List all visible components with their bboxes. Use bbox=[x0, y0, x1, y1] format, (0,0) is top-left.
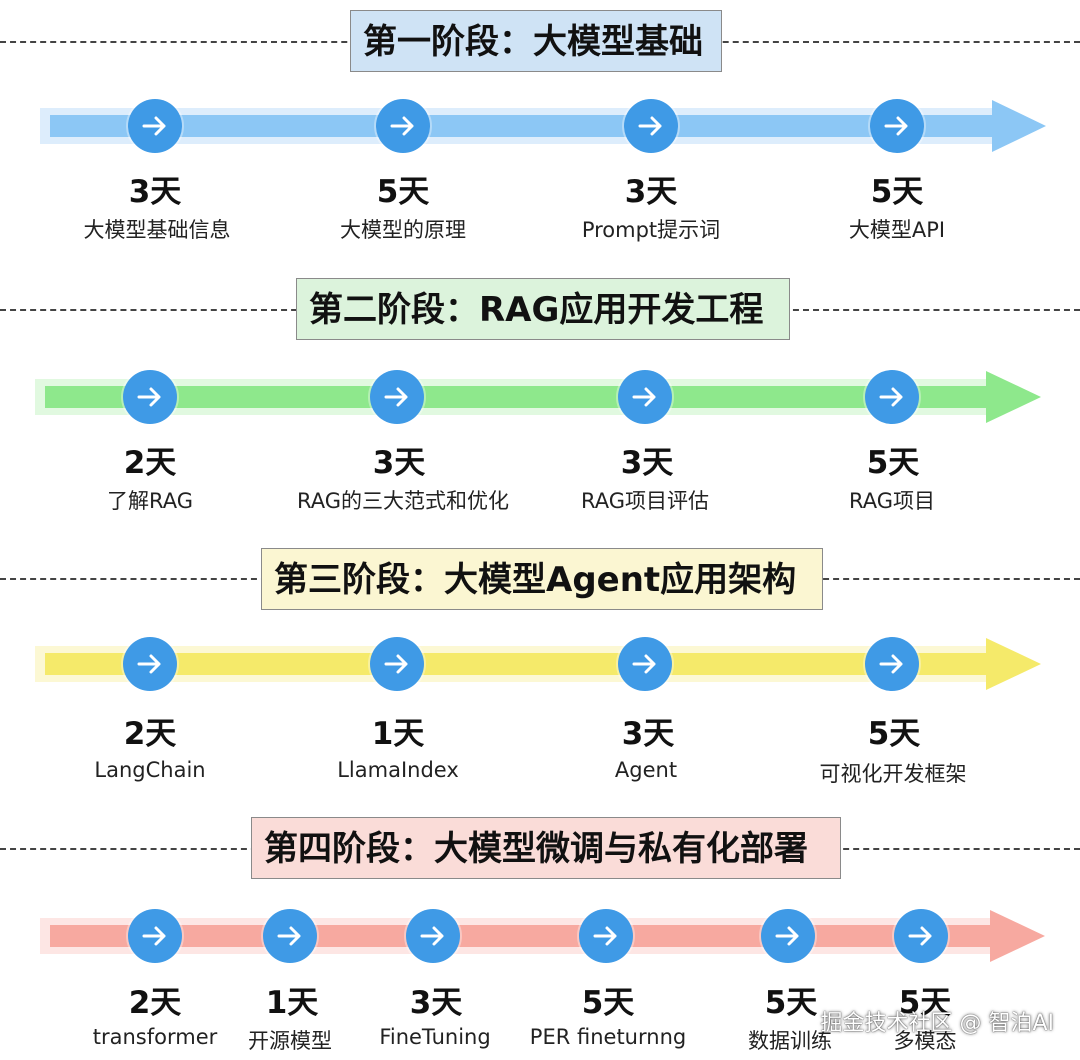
step-label: FineTuning bbox=[379, 1025, 491, 1049]
arrow-right-icon bbox=[618, 370, 672, 424]
step-duration: 2天 bbox=[123, 716, 177, 752]
timeline-arrowhead bbox=[986, 638, 1041, 690]
arrow-right-icon bbox=[870, 99, 924, 153]
step-duration: 2天 bbox=[123, 445, 177, 481]
step-duration: 5天 bbox=[581, 985, 635, 1021]
step-label: 大模型API bbox=[848, 218, 946, 242]
step-label: Prompt提示词 bbox=[581, 218, 721, 242]
stage-title: 第四阶段：大模型微调与私有化部署 bbox=[251, 817, 841, 879]
step-duration: 5天 bbox=[870, 174, 924, 210]
step-duration: 3天 bbox=[372, 445, 426, 481]
step-label: RAG的三大范式和优化 bbox=[296, 489, 510, 513]
step-duration: 5天 bbox=[867, 716, 921, 752]
step-label: 大模型的原理 bbox=[340, 218, 466, 242]
arrow-right-icon bbox=[618, 637, 672, 691]
timeline-arrowhead bbox=[990, 910, 1045, 962]
step-label: 多模态 bbox=[893, 1029, 957, 1053]
step-duration: 5天 bbox=[898, 985, 952, 1021]
step-label: Agent bbox=[614, 758, 678, 782]
step-duration: 3天 bbox=[128, 174, 182, 210]
timeline-arrowhead bbox=[992, 100, 1046, 152]
arrow-right-icon bbox=[865, 370, 919, 424]
arrow-right-icon bbox=[370, 370, 424, 424]
arrow-right-icon bbox=[406, 909, 460, 963]
step-label: LlamaIndex bbox=[337, 758, 459, 782]
stage-title: 第一阶段：大模型基础 bbox=[350, 10, 722, 72]
step-duration: 1天 bbox=[371, 716, 425, 752]
stage-title: 第三阶段：大模型Agent应用架构 bbox=[261, 548, 823, 610]
arrow-right-icon bbox=[894, 909, 948, 963]
step-duration: 1天 bbox=[265, 985, 319, 1021]
step-label: 了解RAG bbox=[106, 489, 194, 513]
step-duration: 2天 bbox=[128, 985, 182, 1021]
arrow-right-icon bbox=[123, 370, 177, 424]
step-duration: 5天 bbox=[376, 174, 430, 210]
stage-timeline bbox=[0, 357, 1080, 437]
step-label: 数据训练 bbox=[748, 1029, 832, 1053]
arrow-right-icon bbox=[865, 637, 919, 691]
step-duration: 3天 bbox=[409, 985, 463, 1021]
step-label: 大模型基础信息 bbox=[83, 218, 231, 242]
step-duration: 5天 bbox=[764, 985, 818, 1021]
arrow-right-icon bbox=[579, 909, 633, 963]
arrow-right-icon bbox=[370, 637, 424, 691]
step-label: LangChain bbox=[94, 758, 206, 782]
arrow-right-icon bbox=[128, 909, 182, 963]
timeline-bar bbox=[50, 115, 995, 137]
step-label: 可视化开发框架 bbox=[819, 762, 967, 786]
arrow-right-icon bbox=[761, 909, 815, 963]
step-duration: 5天 bbox=[866, 445, 920, 481]
stage-timeline bbox=[0, 86, 1080, 166]
step-label: PER fineturnng bbox=[529, 1025, 687, 1049]
step-label: RAG项目 bbox=[848, 489, 936, 513]
step-duration: 3天 bbox=[624, 174, 678, 210]
timeline-bar bbox=[45, 653, 990, 675]
step-label: RAG项目评估 bbox=[580, 489, 710, 513]
arrow-right-icon bbox=[624, 99, 678, 153]
step-duration: 3天 bbox=[620, 445, 674, 481]
stage-title: 第二阶段：RAG应用开发工程 bbox=[296, 278, 790, 340]
stage-timeline bbox=[0, 624, 1080, 704]
arrow-right-icon bbox=[123, 637, 177, 691]
timeline-bar bbox=[50, 925, 995, 947]
arrow-right-icon bbox=[128, 99, 182, 153]
timeline-arrowhead bbox=[986, 371, 1041, 423]
arrow-right-icon bbox=[376, 99, 430, 153]
step-label: transformer bbox=[92, 1025, 218, 1049]
step-label: 开源模型 bbox=[248, 1029, 332, 1053]
step-duration: 3天 bbox=[621, 716, 675, 752]
arrow-right-icon bbox=[263, 909, 317, 963]
timeline-bar bbox=[45, 386, 990, 408]
watermark: 掘金技术社区 @ 智泊AI bbox=[820, 1011, 1054, 1036]
